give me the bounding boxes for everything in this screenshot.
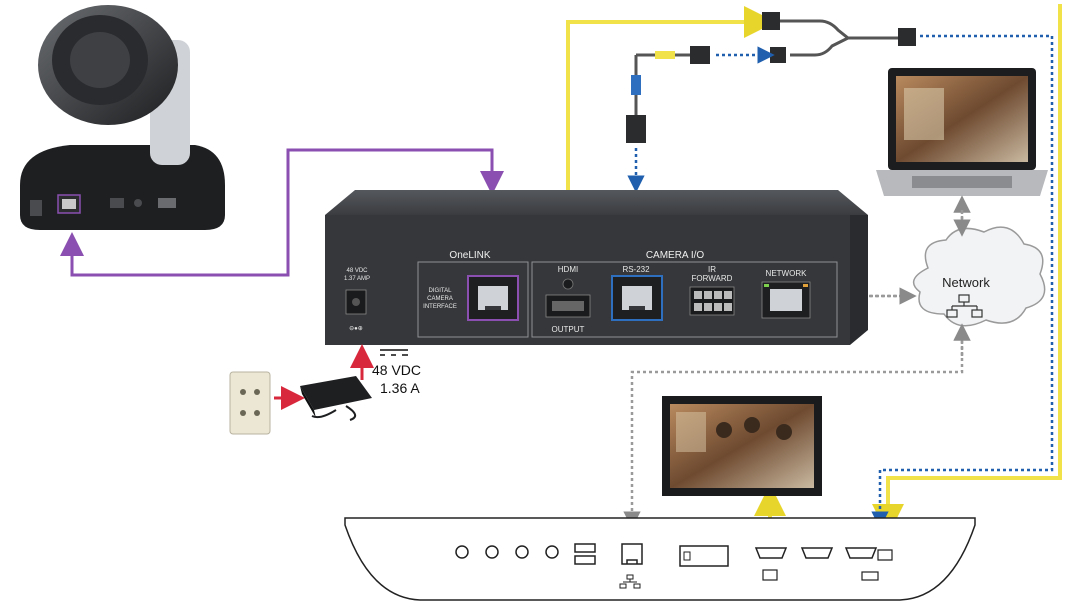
power-rating-line2: 1.37 AMP [344, 276, 370, 282]
onelink-cable [60, 148, 494, 277]
usb-cable-top [566, 6, 776, 190]
power-current: 1.36 A [380, 380, 420, 396]
svg-text:⊖●⊕: ⊖●⊕ [349, 326, 363, 332]
camera-io-frame [531, 261, 838, 338]
camera-io-header: CAMERA I/O [646, 250, 705, 261]
network-label: Network [942, 275, 990, 290]
laptop [876, 68, 1048, 196]
codec-rear-panel [344, 517, 976, 601]
rs232-link-codec [871, 34, 1054, 529]
network-cloud: Network [912, 226, 1046, 327]
power-adapter [300, 376, 372, 421]
display-monitor [662, 396, 822, 496]
rs232-label: RS-232 [622, 265, 650, 274]
power-voltage: 48 VDC [372, 362, 421, 378]
dci-line1: DIGITAL [429, 288, 453, 294]
ir-forward-terminal [689, 286, 735, 316]
ir-forward-line2: FORWARD [692, 274, 733, 283]
power-rating-line1: 48 VDC [346, 268, 368, 274]
usb-cable-right [872, 4, 1062, 536]
onelink-header: OneLINK [449, 250, 490, 261]
usb-splitter-adapter [626, 12, 916, 143]
wall-outlet [229, 371, 271, 435]
onelink-port-frame [417, 261, 529, 338]
ir-forward-line1: IR [708, 265, 716, 274]
onelink-interface-box: OneLINK CAMERA I/O 48 VDC 1.37 AMP ⊖●⊕ D… [325, 190, 868, 345]
hdmi-label: HDMI [558, 265, 578, 274]
network-icon [946, 294, 983, 318]
ptz-camera [20, 5, 225, 230]
dc-symbol [380, 349, 408, 356]
output-label: OUTPUT [552, 325, 585, 334]
network-port-label: NETWORK [766, 269, 808, 278]
dci-line3: INTERFACE [423, 304, 457, 310]
dci-line2: CAMERA [427, 296, 453, 302]
